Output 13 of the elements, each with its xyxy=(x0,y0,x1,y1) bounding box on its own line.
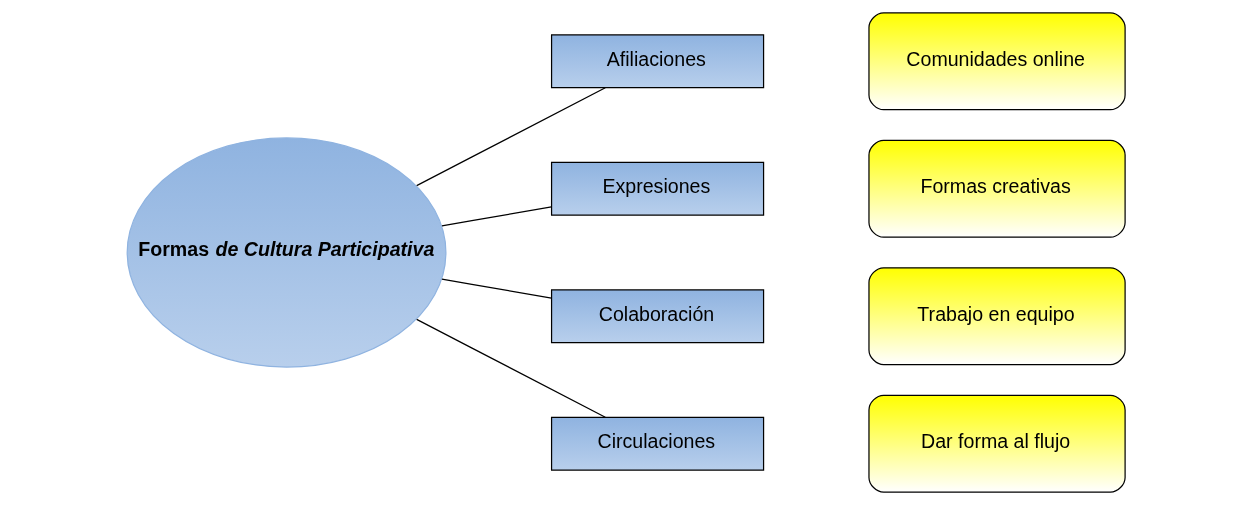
connector xyxy=(416,318,606,418)
node-ellipse: Formas de Cultura Participativa xyxy=(126,137,447,368)
node-box: Trabajo en equipo xyxy=(868,267,1126,366)
node-box: Formas creativas xyxy=(868,139,1126,238)
connector xyxy=(441,278,553,299)
node-box: Comunidades online xyxy=(868,12,1126,111)
node-box: Dar forma al flujo xyxy=(868,394,1126,493)
connector xyxy=(441,206,553,227)
node-box: Circulaciones xyxy=(550,416,765,471)
node-box: Colaboración xyxy=(550,289,765,344)
connector xyxy=(416,87,606,187)
node-box: Afiliaciones xyxy=(550,34,765,89)
node-box: Expresiones xyxy=(550,161,765,216)
